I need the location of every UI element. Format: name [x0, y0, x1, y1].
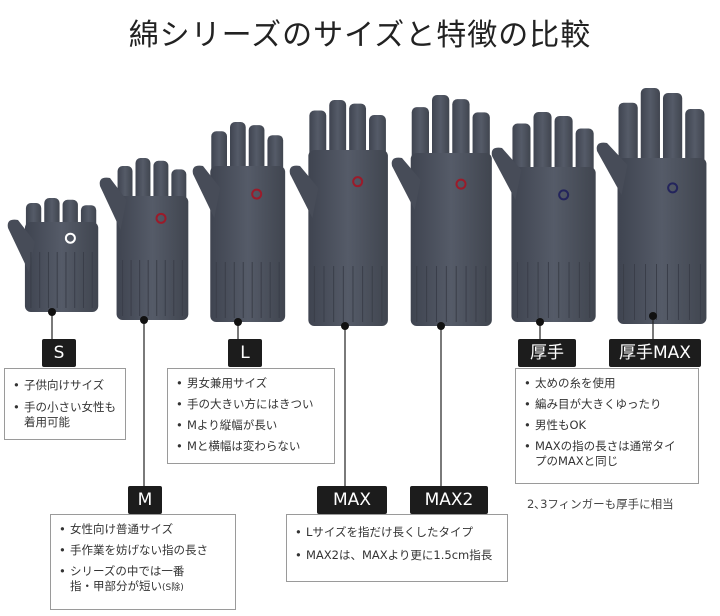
l-features-box: 男女兼用サイズ 手の大きい方にはきつい Mより縦幅が長い Mと横幅は変わらない	[167, 368, 335, 464]
l-feature: 手の大きい方にはきつい	[176, 397, 326, 412]
brand-logo-icon	[667, 182, 679, 194]
leader-dot	[234, 318, 242, 326]
thick-feature: 編み目が大きくゆったり	[524, 397, 690, 412]
glove-L	[192, 122, 286, 322]
l-feature: 男女兼用サイズ	[176, 376, 326, 391]
thick-features-box: 太めの糸を使用 編み目が大きくゆったり 男性もOK MAXの指の長さは通常タイプ…	[515, 368, 699, 484]
l-feature: Mより縦幅が長い	[176, 418, 326, 433]
s-features-box: 子供向けサイズ 手の小さい女性も着用可能	[4, 368, 126, 440]
m-feature: 手作業を妨げない指の長さ	[59, 543, 227, 558]
max-feature: MAX2は、MAXより更に1.5cm指長	[295, 548, 499, 563]
brand-logo-icon	[251, 188, 263, 200]
thick-feature: MAXの指の長さは通常タイプのMAXと同じ	[524, 439, 685, 469]
l-feature: Mと横幅は変わらない	[176, 439, 326, 454]
m-features-box: 女性向け普通サイズ 手作業を妨げない指の長さ シリーズの中では一番指・甲部分が短…	[50, 514, 236, 610]
leader-dot	[536, 318, 544, 326]
max-features-box: Lサイズを指だけ長くしたタイプ MAX2は、MAXより更に1.5cm指長	[286, 514, 508, 582]
leader-dot	[341, 322, 349, 330]
thick-feature: 男性もOK	[524, 418, 690, 433]
size-tag-max: MAX	[317, 486, 387, 514]
leader-dot	[649, 312, 657, 320]
brand-logo-icon	[155, 212, 167, 224]
leader-dot	[48, 308, 56, 316]
page-title: 綿シリーズのサイズと特徴の比較	[128, 18, 592, 53]
m-feature: 女性向け普通サイズ	[59, 522, 227, 537]
size-tag-m: M	[128, 486, 162, 514]
size-tag-thickmax: 厚手MAX	[609, 339, 701, 367]
leader-dot	[437, 322, 445, 330]
size-tag-s: S	[42, 339, 76, 367]
max-feature: Lサイズを指だけ長くしたタイプ	[295, 525, 499, 540]
size-tag-thick: 厚手	[518, 339, 576, 367]
glove-厚手MAX	[596, 88, 707, 324]
brand-logo-icon	[455, 178, 467, 190]
m-feature: シリーズの中では一番指・甲部分が短い(S除)	[59, 564, 205, 596]
glove-M	[99, 158, 189, 320]
glove-S	[7, 198, 99, 312]
s-feature: 子供向けサイズ	[13, 378, 117, 393]
thick-note: 2､3フィンガーも厚手に相当	[527, 497, 674, 511]
m-feature-note: (S除)	[162, 583, 184, 593]
glove-厚手	[491, 112, 596, 322]
m-feature-text: シリーズの中では一番指・甲部分が短い	[70, 564, 185, 593]
glove-MAX	[289, 100, 388, 326]
brand-logo-icon	[352, 176, 364, 188]
leader-dot	[140, 316, 148, 324]
brand-logo-icon	[64, 232, 76, 244]
size-tag-max2: MAX2	[410, 486, 488, 514]
thick-feature: 太めの糸を使用	[524, 376, 690, 391]
brand-logo-icon	[558, 189, 570, 201]
glove-MAX2	[391, 95, 492, 326]
s-feature: 手の小さい女性も着用可能	[13, 400, 117, 430]
size-tag-l: L	[228, 339, 262, 367]
